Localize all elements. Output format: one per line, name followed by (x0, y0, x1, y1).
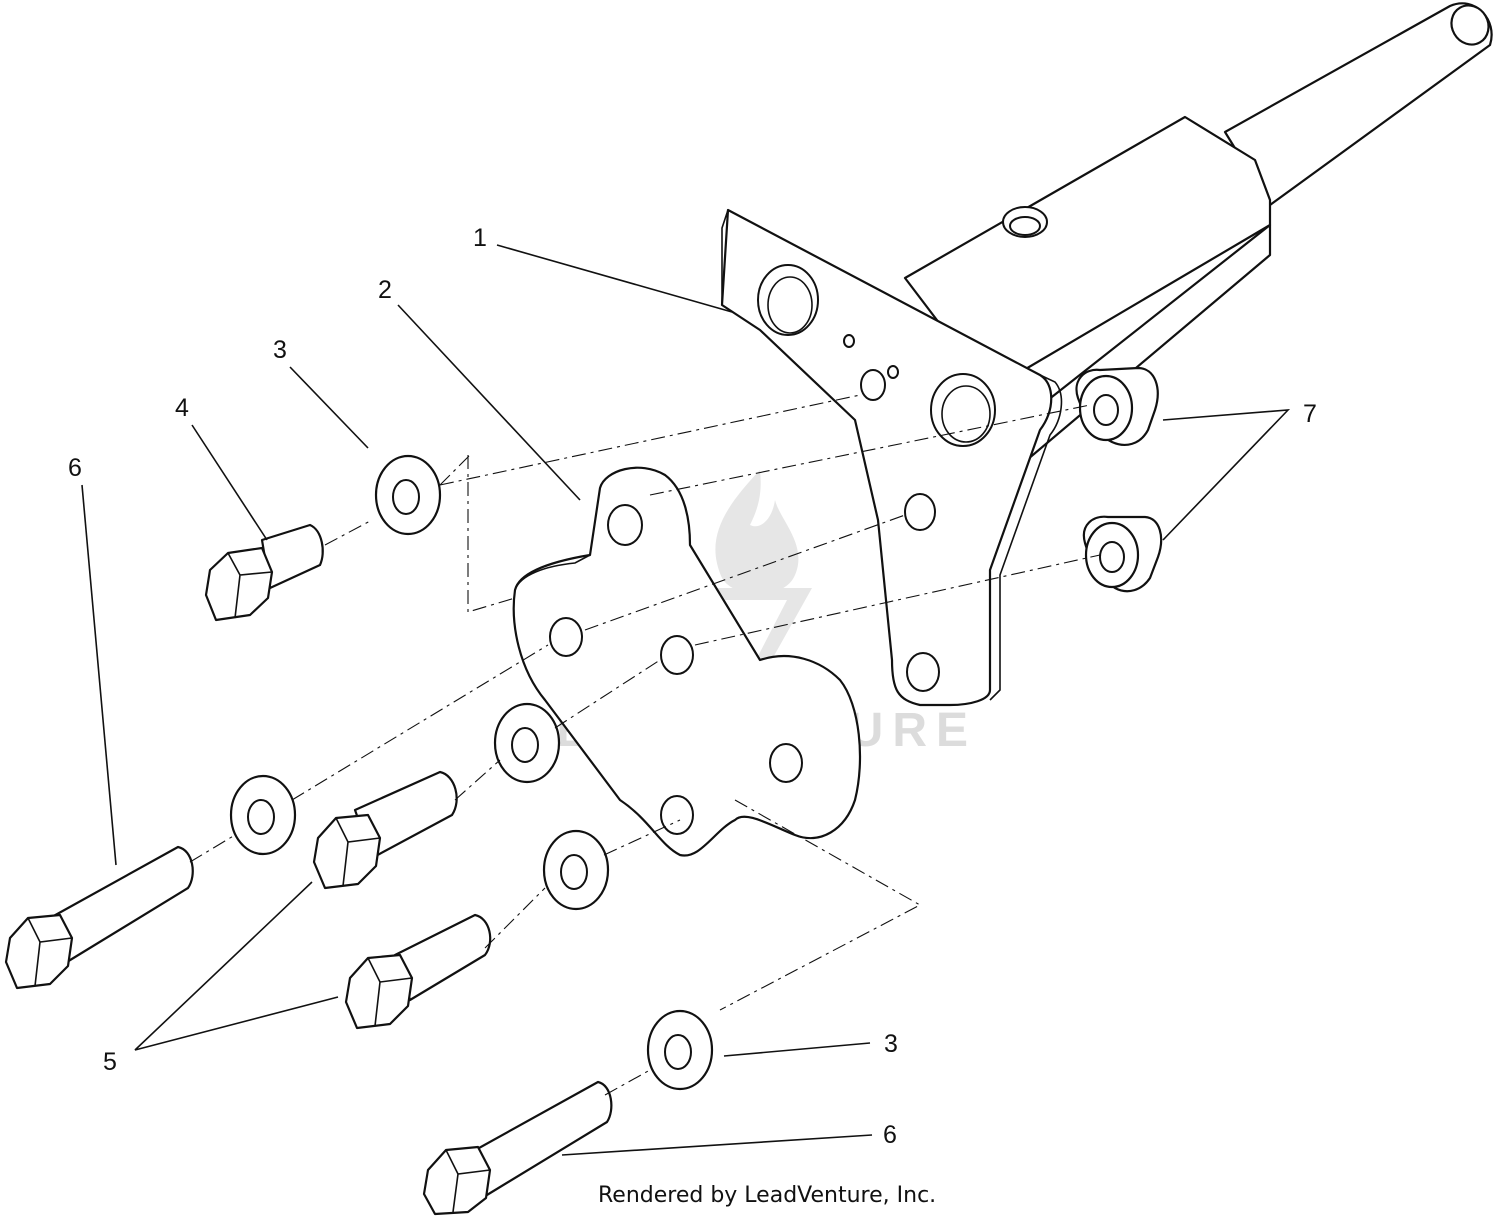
part-3-washer-upper (374, 454, 442, 536)
callout-1: 1 (473, 224, 487, 252)
leader-6a (81, 484, 117, 866)
callout-labels: 1 2 3 4 6 7 5 3 6 (68, 224, 1317, 1149)
leader-6b (561, 1134, 873, 1156)
part-3-washer-lower (646, 1009, 714, 1091)
leader-3b (723, 1042, 871, 1057)
render-credit: Rendered by LeadVenture, Inc. (598, 1183, 936, 1208)
part-6-long-bolt-b (422, 1080, 613, 1216)
callout-3-upper: 3 (273, 336, 287, 364)
part-2-mounting-plate (512, 466, 862, 857)
leader-1 (496, 244, 733, 313)
leader-3a (289, 366, 369, 449)
leader-4 (191, 424, 268, 541)
part-5-washer-a (493, 702, 561, 784)
part-5-washer-b (542, 829, 610, 911)
part-5-bolt-b (344, 913, 492, 1030)
leader-lines (81, 244, 1291, 1156)
flame-logo-icon (715, 470, 799, 595)
callout-4: 4 (175, 394, 189, 422)
leader-7 (1162, 409, 1291, 541)
part-4-short-bolt (204, 523, 324, 622)
leader-2 (397, 304, 581, 501)
callout-2: 2 (378, 276, 392, 304)
part-6-long-bolt-a (4, 845, 194, 990)
callout-7: 7 (1303, 400, 1317, 428)
callout-5: 5 (103, 1048, 117, 1076)
part-6-washer-a (229, 774, 297, 856)
callout-6-upper: 6 (68, 454, 82, 482)
callout-6-lower: 6 (883, 1121, 897, 1149)
leader-5 (134, 881, 339, 1051)
part-1-bracket-plate (720, 208, 1063, 707)
part-7-flange-nut-upper (1075, 366, 1159, 446)
shaft (903, 2, 1493, 472)
callout-3-lower: 3 (884, 1030, 898, 1058)
center-lines (189, 394, 1101, 1096)
part-5-bolt-a (312, 770, 458, 890)
part-7-flange-nut-lower (1082, 515, 1163, 593)
